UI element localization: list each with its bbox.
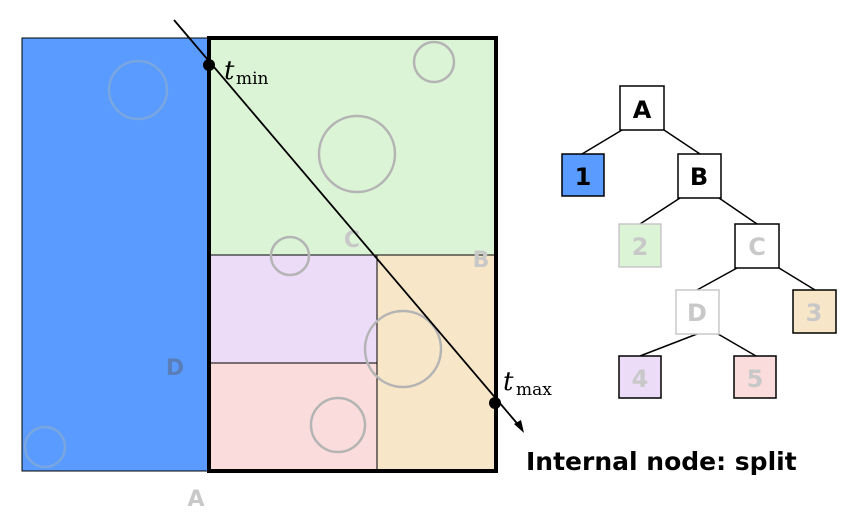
tree-node-c xyxy=(734,223,780,269)
region-blue-leaf-1 xyxy=(21,37,210,472)
region-orange-leaf-3 xyxy=(376,254,497,472)
region-purple-leaf-4 xyxy=(208,254,378,364)
tree-node-a-label: A xyxy=(633,96,652,124)
tree-node-5 xyxy=(733,355,777,399)
tree-edges xyxy=(581,129,816,357)
tree-edge xyxy=(581,129,623,155)
t-max-label-main: t xyxy=(503,367,514,397)
region-label-b: B xyxy=(473,248,490,273)
primitive-circle xyxy=(412,40,456,84)
tree-node-b-label: B xyxy=(690,163,708,191)
region-green-leaf-2 xyxy=(209,38,496,255)
region-label-d: D xyxy=(166,356,184,381)
primitive-circle xyxy=(317,114,397,194)
bounding-box-b xyxy=(207,36,498,473)
ray-line xyxy=(173,19,522,429)
t-min-label-main: t xyxy=(224,56,235,86)
tree-edge xyxy=(717,333,757,357)
primitive-circle xyxy=(269,235,311,277)
primitive-circle xyxy=(309,396,367,454)
tree-node-b xyxy=(677,153,722,199)
tree-edge xyxy=(663,129,701,155)
primitive-circle xyxy=(107,59,169,121)
region-pink-leaf-5 xyxy=(208,362,378,472)
t-min-label: t min xyxy=(224,56,269,89)
tree-edge xyxy=(778,267,816,291)
tree-node-1-label: 1 xyxy=(575,163,592,191)
ray-arrowhead xyxy=(514,420,524,433)
tree-node-5-label: 5 xyxy=(747,365,764,393)
t-min-label-sub: min xyxy=(236,69,269,89)
primitive-circle xyxy=(23,425,67,469)
caption: Internal node: split xyxy=(526,447,797,476)
tree-node-3-label: 3 xyxy=(806,299,823,327)
t-min-point xyxy=(203,59,215,71)
tree-node-2-label: 2 xyxy=(632,233,649,261)
t-max-label: t max xyxy=(503,367,552,400)
tree-node-4 xyxy=(618,355,662,399)
tree-node-c-label: C xyxy=(748,233,766,261)
tree-edge xyxy=(718,197,758,225)
tree-node-3 xyxy=(792,289,837,334)
tree-node-1 xyxy=(561,153,605,197)
tree-edge xyxy=(639,197,681,225)
tree-edge xyxy=(639,333,698,357)
tree-node-d-label: D xyxy=(687,299,707,327)
tree-edge xyxy=(696,267,738,291)
primitive-circle xyxy=(363,309,443,389)
t-max-point xyxy=(489,397,501,409)
tree-node-a xyxy=(619,85,665,131)
region-label-a: A xyxy=(187,487,204,512)
tree-node-d xyxy=(675,289,720,335)
region-label-c: C xyxy=(344,228,360,253)
tree-node-2 xyxy=(618,223,662,268)
t-max-label-sub: max xyxy=(516,380,552,400)
tree-nodes: A 1 B 2 C D 3 4 5 xyxy=(561,85,837,399)
tree-node-4-label: 4 xyxy=(632,365,649,393)
primitives xyxy=(23,40,456,469)
